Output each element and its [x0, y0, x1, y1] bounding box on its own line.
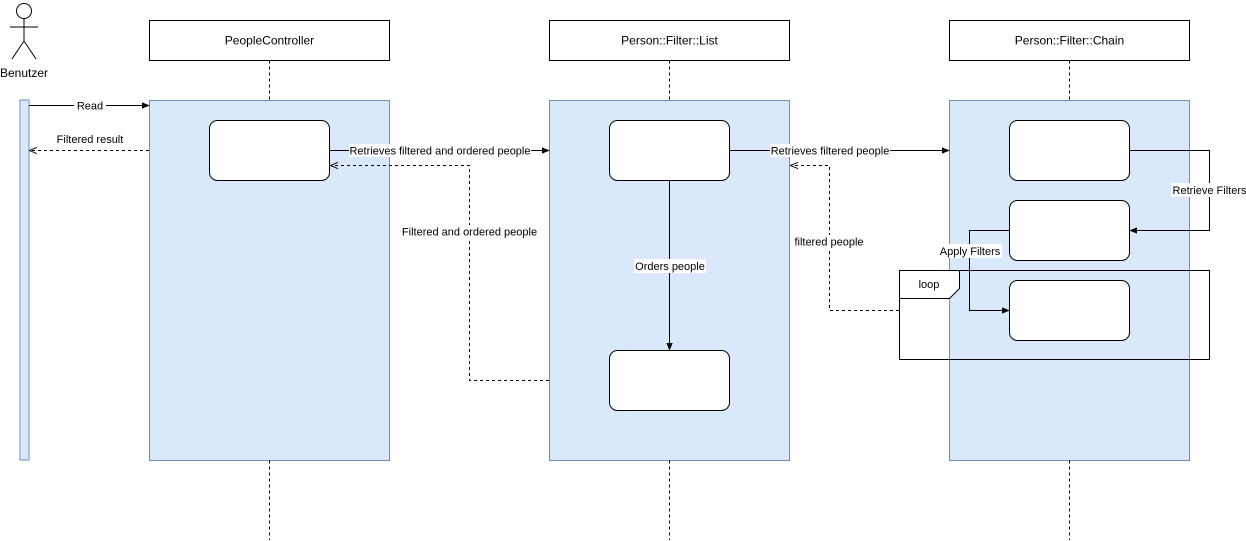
loop-frame[interactable]: loop: [899, 270, 1210, 360]
message-retrieve-filters[interactable]: Retrieve Filters: [1129, 150, 1246, 234]
lifeline-title: Person::Filter::Chain: [1015, 34, 1124, 48]
message-label: Filtered and ordered people: [402, 227, 537, 239]
lifeline-people-controller: PeopleController: [149, 20, 390, 540]
actor-head: [16, 3, 32, 19]
message-label: Read: [77, 101, 103, 113]
lifeline-filter-list: Person::Filter::List: [549, 20, 790, 540]
lifeline-filter-chain: Person::Filter::Chain: [949, 20, 1190, 540]
message-apply-filters[interactable]: Apply Filters: [938, 230, 1010, 314]
lifeline-header[interactable]: [149, 20, 390, 61]
message-orders-people[interactable]: Orders people: [634, 180, 706, 351]
state-box[interactable]: [1009, 200, 1130, 261]
state-box[interactable]: [1009, 120, 1130, 181]
actor-activation: [19, 99, 30, 461]
lifeline-title: Person::Filter::List: [621, 34, 718, 48]
lifeline-title: PeopleController: [225, 34, 314, 48]
state-box[interactable]: [609, 350, 730, 411]
state-box[interactable]: [1009, 280, 1130, 341]
message-filtered-people-return[interactable]: filtered people: [791, 166, 899, 311]
message-retrieves-filtered[interactable]: Retrieves filtered people: [729, 144, 950, 158]
lifeline-header[interactable]: [549, 20, 790, 61]
message-label: filtered people: [794, 237, 863, 249]
message-label: Retrieve Filters: [1173, 185, 1246, 197]
lifeline-header[interactable]: [949, 20, 1190, 61]
state-box[interactable]: [609, 120, 730, 181]
message-label: Retrieves filtered and ordered people: [349, 146, 530, 158]
message-filtered-result[interactable]: Filtered result: [30, 134, 149, 151]
loop-frame-tab: [899, 270, 960, 299]
message-filtered-and-ordered-return[interactable]: Filtered and ordered people: [331, 166, 549, 381]
message-read[interactable]: Read: [29, 99, 150, 113]
loop-label: loop: [919, 279, 940, 291]
actor-label: Benutzer: [0, 66, 48, 80]
state-box[interactable]: [209, 120, 330, 181]
message-label: Filtered result: [57, 134, 124, 146]
actor-benutzer[interactable]: Benutzer: [0, 3, 48, 81]
message-label: Retrieves filtered people: [771, 146, 890, 158]
message-label: Orders people: [635, 261, 705, 273]
message-retrieves-filtered-ordered[interactable]: Retrieves filtered and ordered people: [329, 144, 550, 158]
message-label: Apply Filters: [940, 246, 1001, 258]
